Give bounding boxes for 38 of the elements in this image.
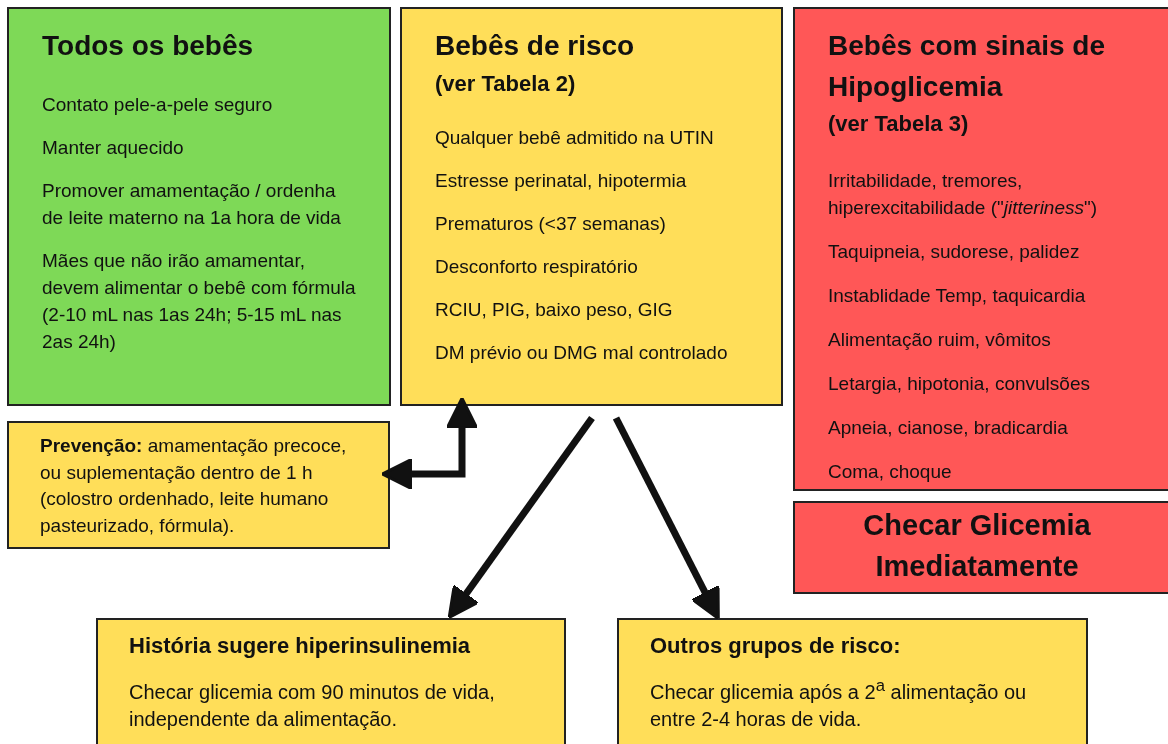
- list-item: Irritabilidade, tremores, hiperexcitabilidade ("jitteriness"): [828, 169, 1099, 220]
- list-item: Coma, choque: [828, 460, 953, 484]
- arrow: [380, 396, 479, 491]
- panel-heading: Bebês com sinais de Hipoglicemia: [828, 29, 1106, 104]
- panel-heading: Bebês de risco: [435, 29, 636, 63]
- list-item: Qualquer bebê admitido na UTIN: [435, 126, 715, 150]
- category-panel: [400, 7, 783, 406]
- instruction-text: Checar glicemia com 90 minutos de vida, independente da alimentação.: [129, 680, 496, 732]
- arrow: [447, 415, 595, 620]
- list-item: RCIU, PIG, baixo peso, GIG: [435, 298, 674, 322]
- panel-heading: História sugere hiperinsulinemia: [129, 633, 472, 659]
- list-item: DM prévio ou DMG mal controlado: [435, 341, 729, 365]
- recommendation-panel: [96, 618, 566, 744]
- arrow: [612, 416, 720, 620]
- list-item: Contato pele-a-pele seguro: [42, 93, 274, 117]
- list-item: Manter aquecido: [42, 136, 185, 160]
- list-item: Apneia, cianose, bradicardia: [828, 416, 1069, 440]
- table-reference: (ver Tabela 2): [435, 70, 577, 98]
- category-panel: [793, 7, 1168, 491]
- list-item: Letargia, hipotonia, convulsões: [828, 372, 1091, 396]
- list-item: Desconforto respiratório: [435, 255, 639, 279]
- prevention-text: Prevenção: amamentação precoce, ou suplementação dentro de 1 h (colostro ordenhado, leite humano pasteurizado, fórmula).: [40, 434, 348, 538]
- list-item: Taquipneia, sudorese, palidez: [828, 240, 1081, 264]
- panel-heading: Outros grupos de risco:: [650, 633, 902, 659]
- instruction-text: Checar glicemia após a 2$^{a}$ alimentação ou entre 2-4 horas de vida.: [650, 679, 1028, 732]
- action-panel: [793, 501, 1168, 594]
- category-panel: [7, 7, 391, 406]
- table-reference: (ver Tabela 3): [828, 110, 970, 138]
- prevention-panel: [7, 421, 390, 549]
- list-item: Prematuros (<37 semanas): [435, 212, 667, 236]
- list-item: Promover amamentação / ordenha de leite materno na 1a hora de vida: [42, 179, 342, 230]
- list-item: Mães que não irão amamentar, devem alimentar o bebê com fórmula (2-10 mL nas 1as 24h; 5-15 mL nas 2as 24h): [42, 249, 357, 354]
- list-item: Alimentação ruim, vômitos: [828, 328, 1052, 352]
- panel-heading: Todos os bebês: [42, 29, 255, 63]
- recommendation-panel: [617, 618, 1088, 744]
- list-item: Estresse perinatal, hipotermia: [435, 169, 688, 193]
- list-item: Instablidade Temp, taquicardia: [828, 284, 1087, 308]
- action-text: Checar Glicemia Imediatamente: [862, 508, 1092, 584]
